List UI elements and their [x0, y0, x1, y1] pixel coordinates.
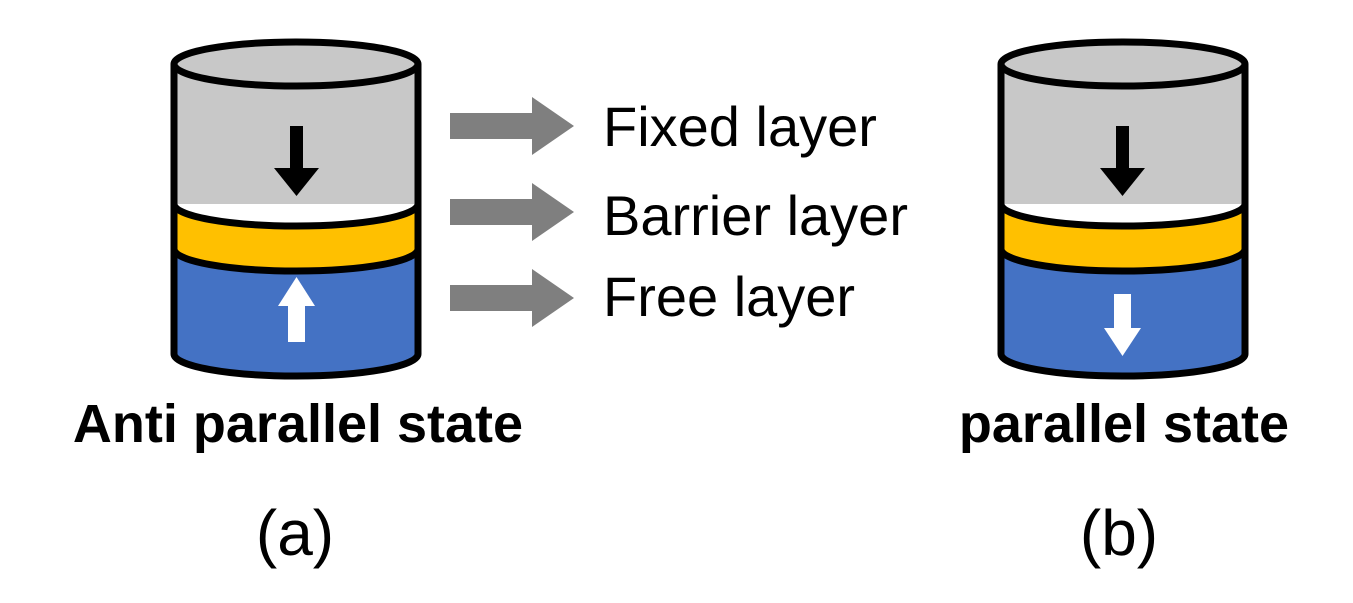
label-fixed-layer: Fixed layer [603, 95, 877, 158]
free-magnetization-up-arrow-icon [278, 277, 315, 342]
right-arrow-icon [450, 97, 574, 155]
right-arrow-icon [450, 183, 574, 241]
state-caption-b: parallel state [959, 394, 1289, 454]
label-barrier-layer: Barrier layer [603, 184, 908, 247]
panel-label-b: (b) [1080, 497, 1158, 569]
right-arrow-icon [450, 269, 574, 327]
state-caption-a: Anti parallel state [73, 394, 523, 454]
label-free-layer: Free layer [603, 265, 855, 328]
fixed-magnetization-down-arrow-icon [1100, 126, 1145, 196]
fixed-magnetization-down-arrow-icon [274, 126, 319, 196]
panel-label-a: (a) [256, 497, 334, 569]
cylinder-parallel [1001, 42, 1245, 376]
free-magnetization-down-arrow-icon [1104, 294, 1141, 356]
cylinder-anti-parallel [174, 42, 418, 376]
